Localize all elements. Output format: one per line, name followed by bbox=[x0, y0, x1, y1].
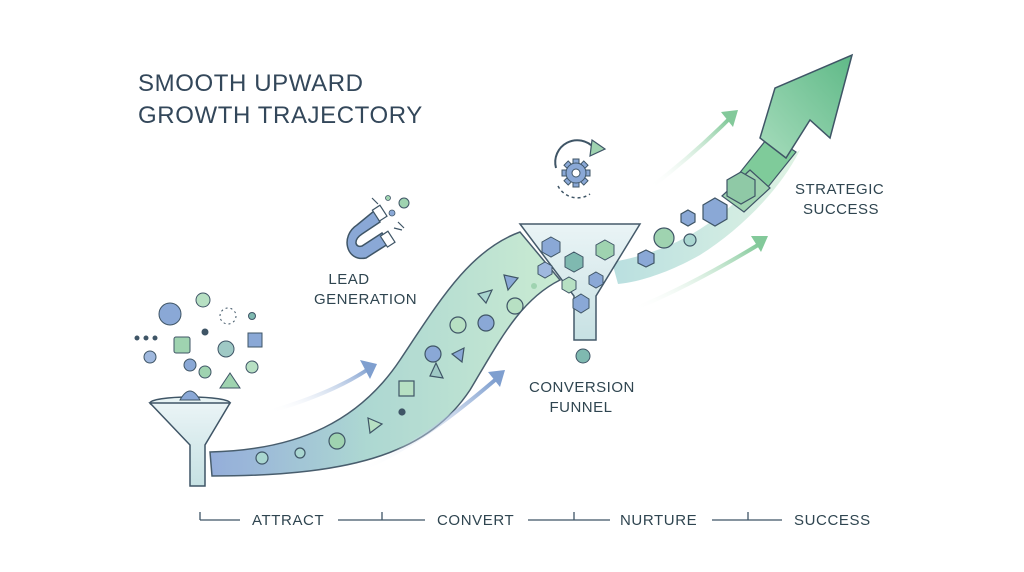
conversion-funnel-line-1: CONVERSION bbox=[529, 379, 635, 396]
growth-ribbon-upper bbox=[612, 150, 800, 284]
particle-cluster-left bbox=[134, 292, 263, 389]
funnel-icon bbox=[148, 390, 232, 487]
swish-arrow-2-head bbox=[488, 370, 505, 387]
conversion-funnel-icon bbox=[518, 223, 642, 364]
ribbon-shapes-lower bbox=[255, 274, 537, 465]
swish-arrow-2 bbox=[358, 378, 497, 472]
swish-arrow-3 bbox=[648, 118, 730, 190]
strategic-success-label: STRATEGIC SUCCESS bbox=[795, 180, 895, 220]
swish-arrow-1 bbox=[266, 366, 372, 414]
strategic-success-line-2: SUCCESS bbox=[803, 201, 880, 218]
lead-generation-line-2: GENERATION bbox=[314, 291, 418, 308]
swish-arrow-3-head bbox=[721, 110, 738, 127]
swish-arrow-1-head bbox=[360, 360, 377, 379]
ribbon-shapes-upper bbox=[637, 171, 756, 268]
magnet-icon bbox=[346, 195, 410, 260]
lead-generation-label: LEAD GENERATION bbox=[314, 270, 424, 310]
gear-cycle-icon bbox=[554, 138, 607, 199]
stage-attract: ATTRACT bbox=[252, 512, 325, 529]
conversion-funnel-label: CONVERSION FUNNEL bbox=[529, 378, 649, 418]
title-line-2: GROWTH TRAJECTORY bbox=[138, 102, 423, 129]
stage-success: SUCCESS bbox=[794, 512, 871, 529]
conversion-funnel-line-2: FUNNEL bbox=[549, 399, 613, 416]
growth-ribbon-lower bbox=[209, 231, 562, 477]
lead-generation-line-1: LEAD bbox=[328, 271, 370, 288]
stage-nurture: NURTURE bbox=[620, 512, 698, 529]
swish-arrow-4 bbox=[630, 243, 760, 312]
strategic-success-line-1: STRATEGIC bbox=[795, 181, 885, 198]
swish-arrow-4-head bbox=[751, 236, 768, 252]
stage-convert: CONVERT bbox=[437, 512, 515, 529]
timeline-axis bbox=[199, 512, 782, 521]
title-line-1: SMOOTH UPWARD bbox=[138, 70, 364, 97]
